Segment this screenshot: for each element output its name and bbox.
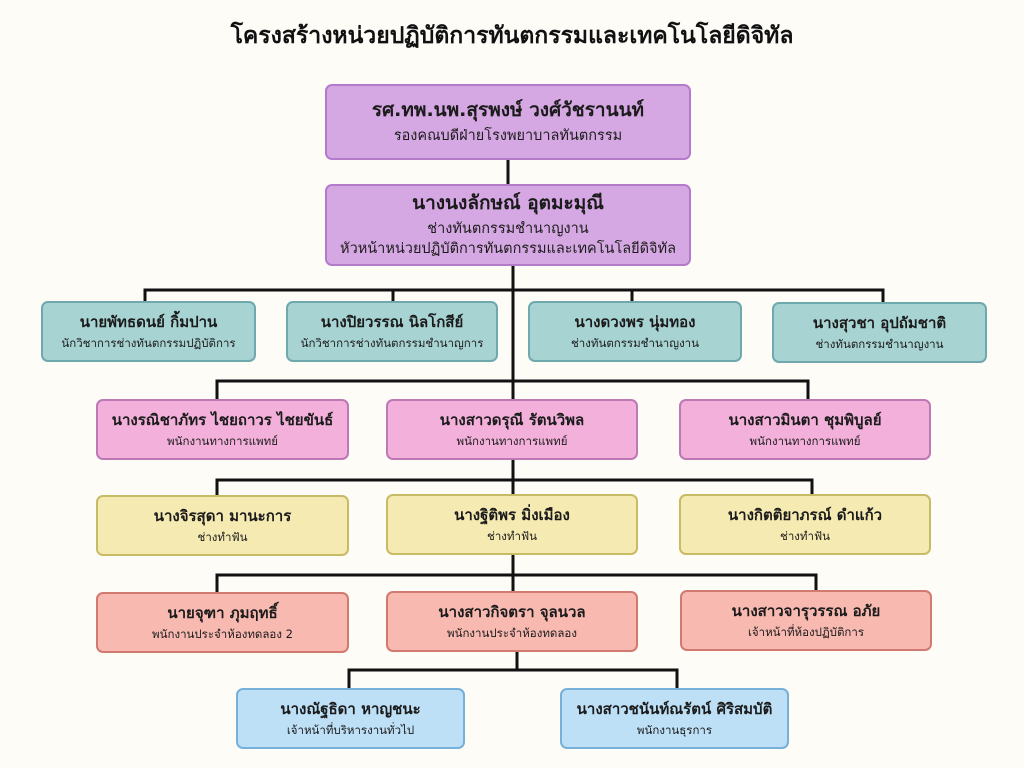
node-role: นักวิชาการช่างทันตกรรมปฏิบัติการ xyxy=(61,335,236,350)
node-level5-3: นางกิตติยาภรณ์ ดำแก้ว ช่างทำฟัน xyxy=(679,494,931,555)
node-name: นางปิยวรรณ นิลโกสีย์ xyxy=(320,312,464,331)
node-level7-1: นางณัฐธิดา หาญชนะ เจ้าหน้าที่บริหารงานทั… xyxy=(236,688,465,749)
node-name: นางนงลักษณ์ อุตมะมุณี xyxy=(412,192,604,214)
node-name: นางณัฐธิดา หาญชนะ xyxy=(280,699,421,718)
chart-title: โครงสร้างหน่วยปฏิบัติการทันตกรรมและเทคโน… xyxy=(230,23,794,49)
node-role: พนักงานประจำห้องทดลอง xyxy=(447,625,577,640)
node-role: พนักงานประจำห้องทดลอง 2 xyxy=(152,626,293,641)
node-name: นายพัทธดนย์ กิ้มปาน xyxy=(79,312,218,331)
node-role: เจ้าหน้าที่ห้องปฏิบัติการ xyxy=(747,624,865,639)
node-name: นางดวงพร นุ่มทอง xyxy=(574,312,696,331)
node-role: เจ้าหน้าที่บริหารงานทั่วไป xyxy=(286,722,415,737)
node-name: นางสุวชา อุปถัมชาติ xyxy=(812,313,947,332)
node-level4-3: นางสาวมินตา ชุมพิบูลย์ พนักงานทางการแพทย… xyxy=(679,399,931,460)
node-role: รองคณบดีฝ่ายโรงพยาบาลทันตกรรม xyxy=(393,127,623,144)
node-head: รศ.ทพ.นพ.สุรพงษ์ วงศ์วัชรานนท์ รองคณบดีฝ… xyxy=(325,84,691,160)
node-role: ช่างทันตกรรมชำนาญงาน xyxy=(427,220,589,237)
node-role: ช่างทันตกรรมชำนาญงาน xyxy=(815,336,944,351)
node-name: นายจุฑา ภุมฤทธิ์ xyxy=(167,603,278,622)
node-level6-1: นายจุฑา ภุมฤทธิ์ พนักงานประจำห้องทดลอง 2 xyxy=(96,592,349,653)
node-name: นางสาวดรุณี รัตนวิพล xyxy=(439,410,585,429)
node-name: นางสาวจารุวรรณ อภัย xyxy=(731,601,881,620)
node-level3-1: นายพัทธดนย์ กิ้มปาน นักวิชาการช่างทันตกร… xyxy=(41,301,256,362)
node-level4-1: นางรณิชาภัทร ไชยถาวร ไชยขันธ์ พนักงานทาง… xyxy=(96,399,349,460)
node-role: พนักงานทางการแพทย์ xyxy=(749,433,861,448)
node-level3-2: นางปิยวรรณ นิลโกสีย์ นักวิชาการช่างทันตก… xyxy=(286,301,498,362)
node-chief: นางนงลักษณ์ อุตมะมุณี ช่างทันตกรรมชำนาญง… xyxy=(325,184,691,266)
node-role: ช่างทันตกรรมชำนาญงาน xyxy=(571,335,699,350)
node-level7-2: นางสาวชนันท์ณรัตน์ ศิริสมบัติ พนักงานธุร… xyxy=(560,688,789,749)
node-role: พนักงานธุรการ xyxy=(636,722,713,737)
node-role: นักวิชาการช่างทันตกรรมชำนาญการ xyxy=(300,335,484,350)
node-name: นางรณิชาภัทร ไชยถาวร ไชยขันธ์ xyxy=(111,410,334,429)
node-level6-2: นางสาวกิจตรา จุลนวล พนักงานประจำห้องทดลอ… xyxy=(386,591,638,652)
node-level5-1: นางจิรสุดา มานะการ ช่างทำฟัน xyxy=(96,495,349,556)
node-role: ช่างทำฟัน xyxy=(487,528,537,543)
node-name: นางสาวมินตา ชุมพิบูลย์ xyxy=(728,410,882,429)
node-level3-4: นางสุวชา อุปถัมชาติ ช่างทันตกรรมชำนาญงาน xyxy=(772,302,987,363)
node-role: พนักงานทางการแพทย์ xyxy=(167,433,278,448)
node-name: รศ.ทพ.นพ.สุรพงษ์ วงศ์วัชรานนท์ xyxy=(371,99,645,122)
node-role: หัวหน้าหน่วยปฏิบัติการทันตกรรมและเทคโนโล… xyxy=(340,240,676,257)
node-level6-3: นางสาวจารุวรรณ อภัย เจ้าหน้าที่ห้องปฏิบั… xyxy=(680,590,932,651)
node-role: ช่างทำฟัน xyxy=(780,528,830,543)
node-name: นางสาวชนันท์ณรัตน์ ศิริสมบัติ xyxy=(576,699,773,718)
node-role: พนักงานทางการแพทย์ xyxy=(456,433,568,448)
node-name: นางกิตติยาภรณ์ ดำแก้ว xyxy=(727,505,883,524)
node-level3-3: นางดวงพร นุ่มทอง ช่างทันตกรรมชำนาญงาน xyxy=(528,301,742,362)
node-role: ช่างทำฟัน xyxy=(197,529,248,544)
node-level5-2: นางฐิติพร มิ่งเมือง ช่างทำฟัน xyxy=(386,494,638,555)
node-name: นางจิรสุดา มานะการ xyxy=(153,506,292,525)
node-name: นางสาวกิจตรา จุลนวล xyxy=(438,602,586,621)
node-level4-2: นางสาวดรุณี รัตนวิพล พนักงานทางการแพทย์ xyxy=(386,399,638,460)
node-name: นางฐิติพร มิ่งเมือง xyxy=(454,505,570,524)
